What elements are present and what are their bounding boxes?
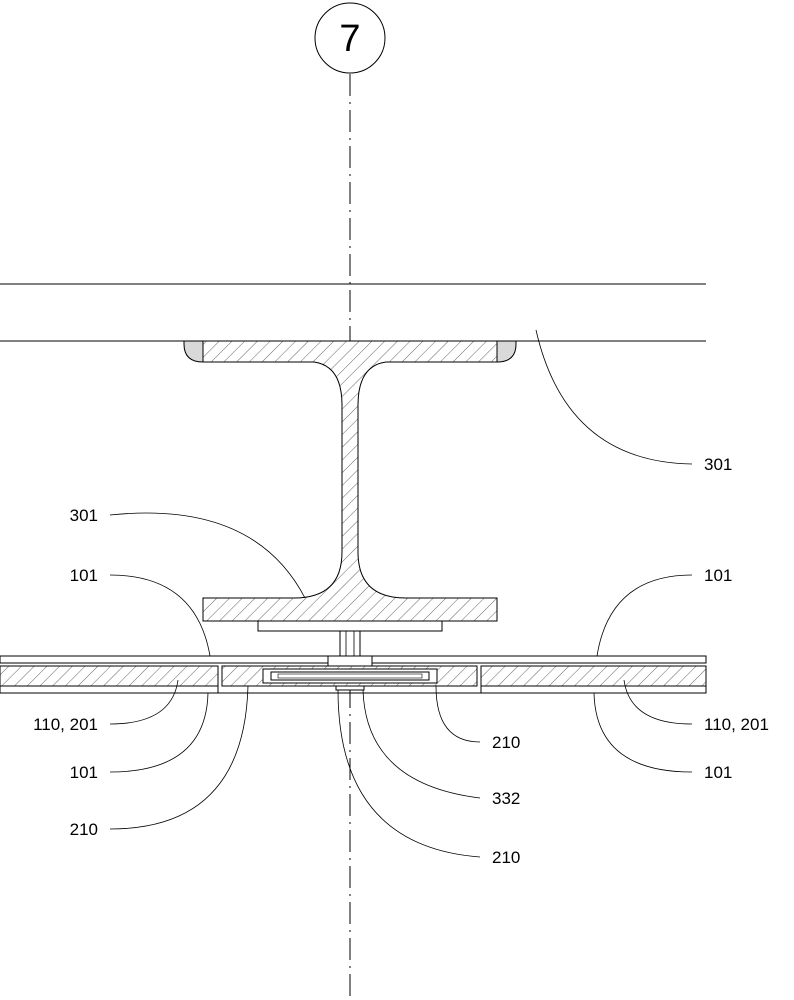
label-301-left: 301 [70,506,98,525]
panel-right [371,655,707,694]
grid-axis-label: 7 [339,18,360,60]
leader-lines [109,329,693,858]
label-110-201-right: 110, 201 [704,715,769,734]
label-332: 332 [492,789,520,808]
label-110-201-left: 110, 201 [33,715,98,734]
steel-i-beam [183,340,517,622]
panel-left [0,655,329,694]
label-301-right: 301 [704,455,732,474]
label-101-bottom-right: 101 [704,763,732,782]
label-210-right: 210 [492,733,520,752]
bolt-connection [327,630,373,691]
label-101-top-right: 101 [704,566,732,585]
grid-bubble [314,2,386,74]
slab [0,283,706,342]
label-101-top-left: 101 [70,566,98,585]
label-210-bottom: 210 [492,848,520,867]
label-101-bottom-left: 101 [70,763,98,782]
bearing-plate [257,620,443,632]
label-210-left: 210 [70,820,98,839]
joint-profile [218,665,481,694]
